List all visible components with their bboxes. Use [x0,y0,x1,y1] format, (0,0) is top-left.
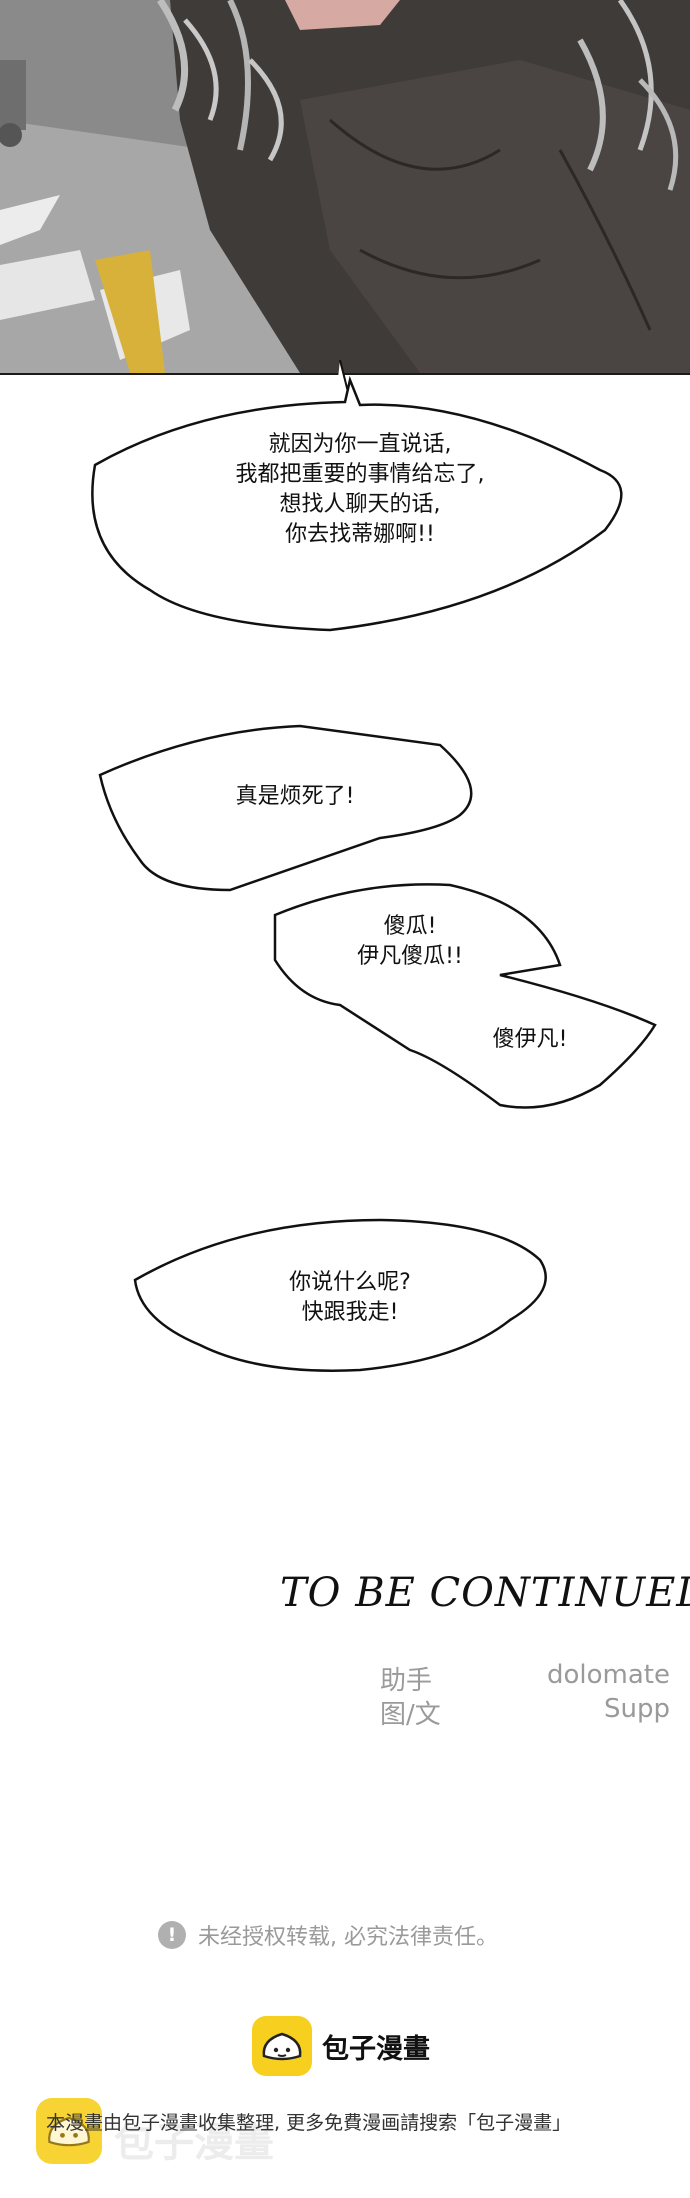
speech-bubbles-layer [91,360,657,1372]
brand-name: 包子漫畫 [322,2033,430,2065]
bubble-2-line-1: 真是烦死了! [235,784,355,809]
speech-bubble-1-text: 就因为你一直说话, 我都把重要的事情给忘了, 想找人聊天的话, 你去找蒂娜啊!! [150,430,570,550]
footer-text: 本漫畫由包子漫畫收集整理, 更多免費漫画請搜索「包子漫畫」 [46,2112,572,2134]
exclamation-circle-icon: ! [158,1921,186,1949]
bubble-3-line-1: 傻瓜! [383,914,437,939]
bubble-3-line-2: 伊凡傻瓜!! [357,944,463,969]
speech-bubble-4-shape [133,1218,547,1372]
copyright-notice: ! 未经授权转载, 必究法律责任。 [158,1918,498,1952]
bubble-4-line-1: 你说什么呢? [289,1270,411,1295]
speech-bubble-1-shape [91,375,623,632]
to-be-continued-title: TO BE CONTINUED [280,1570,690,1616]
comic-artwork [0,0,690,373]
bun-logo-icon [252,2016,312,2076]
bubble-1-line-1: 就因为你一直说话, [268,432,452,457]
bubble-1-line-4: 你去找蒂娜啊!! [285,522,435,547]
footer-banner: 包子漫畫 本漫畫由包子漫畫收集整理, 更多免費漫画請搜索「包子漫畫」 [36,2098,676,2166]
speech-bubble-2-text: 真是烦死了! [170,782,420,812]
speech-bubble-3-shape [273,883,657,1109]
speech-bubble-3-text: 傻瓜! 伊凡傻瓜!! [310,912,510,972]
speech-bubble-4-text: 你说什么呢? 快跟我走! [200,1268,500,1328]
bubble-1-line-2: 我都把重要的事情给忘了, [235,462,485,487]
copyright-notice-text: 未经授权转载, 必究法律责任。 [198,1925,498,1950]
credits-row-assistant: 助手 dolomate [380,1660,670,1696]
footer-watermark: 包子漫畫 [114,2120,274,2166]
brand-logo[interactable]: 包子漫畫 [252,2016,430,2076]
speech-bubble-2-shape [98,724,473,892]
credits-row-art: 图/文 Supp [380,1694,670,1730]
credits-assistant-value: dolomate [547,1660,670,1690]
comic-panel [0,0,690,375]
footer-bun-logo-icon [36,2098,102,2164]
credits-art-value: Supp [604,1694,670,1724]
speech-bubble-3b-text: 傻伊凡! [450,1025,610,1055]
bubble-1-line-3: 想找人聊天的话, [279,492,441,517]
bubble-4-line-2: 快跟我走! [301,1300,399,1325]
credits-assistant-label: 助手 [380,1666,433,1696]
credits-art-label: 图/文 [380,1700,441,1730]
bubble-3-line-3: 傻伊凡! [492,1027,568,1052]
credits-block: 助手 dolomate 图/文 Supp [380,1660,670,1730]
